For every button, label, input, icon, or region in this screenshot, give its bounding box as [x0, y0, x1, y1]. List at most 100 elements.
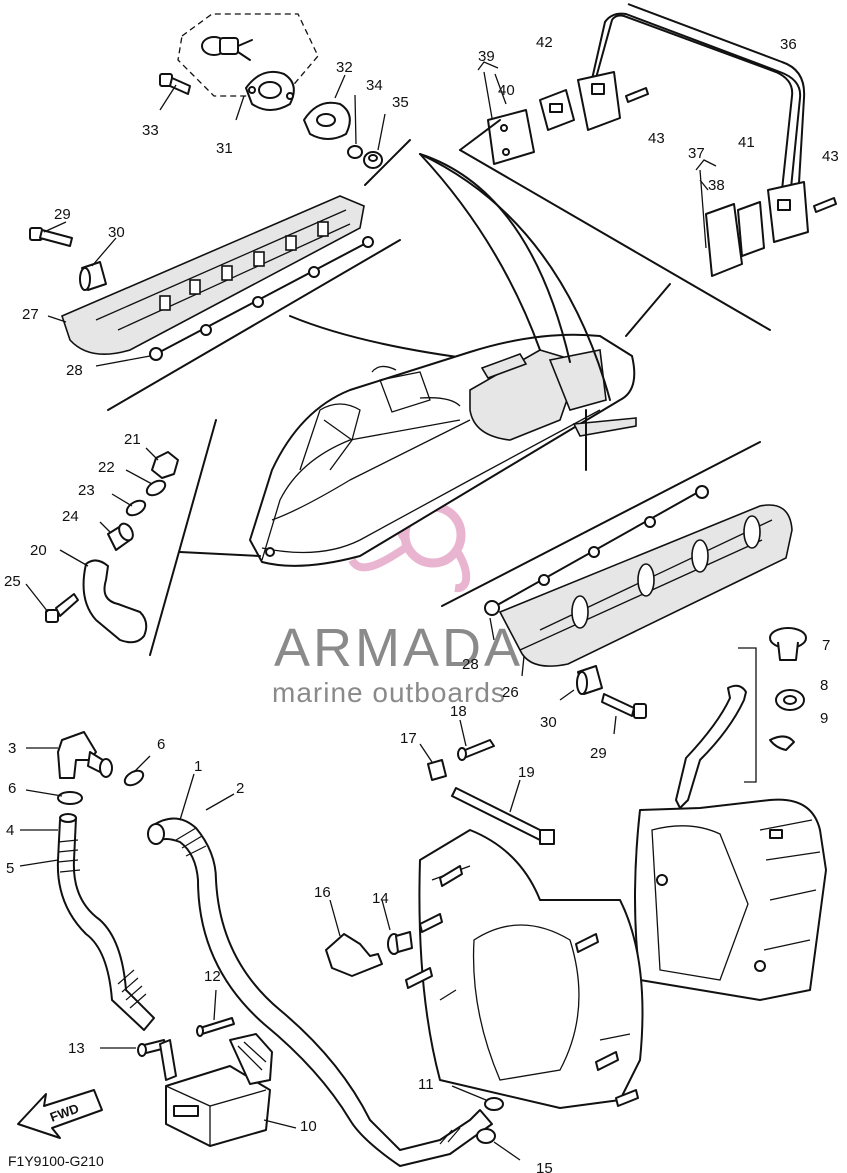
callout-12: 12	[204, 968, 221, 985]
callout-30b: 30	[540, 714, 557, 731]
callout-34: 34	[366, 77, 383, 94]
bolt-part-29-left	[29, 227, 73, 247]
callout-11: 11	[418, 1076, 434, 1093]
clamp-part-11	[484, 1097, 504, 1111]
rail-left-group	[29, 195, 481, 411]
callout-37: 37	[688, 145, 705, 162]
callout-30a: 30	[108, 224, 125, 241]
callout-24: 24	[62, 508, 79, 525]
box-part-10	[165, 1065, 271, 1147]
collar-part-30-left	[79, 261, 107, 291]
controller-group	[100, 989, 297, 1147]
callout-6b: 6	[157, 736, 165, 753]
callout-4: 4	[6, 822, 14, 839]
callout-10: 10	[300, 1118, 317, 1135]
fwd-arrow: FWD	[17, 1089, 103, 1139]
bolt-part-25	[45, 593, 79, 623]
intake-housing	[325, 829, 644, 1109]
callout-31: 31	[216, 140, 233, 157]
clamp-part-15	[476, 1128, 496, 1144]
callout-43a: 43	[648, 130, 665, 147]
callout-13: 13	[68, 1040, 85, 1057]
callout-15: 15	[536, 1160, 553, 1173]
bolt-part-43-rear	[813, 197, 837, 213]
nipple-part-14	[387, 931, 413, 955]
gasket-part-32	[303, 101, 351, 140]
callout-41: 41	[738, 134, 755, 151]
callout-6a: 6	[8, 780, 16, 797]
plug-part-7	[769, 627, 807, 661]
washer-part-22	[145, 479, 167, 497]
nut-part-21	[151, 451, 179, 479]
tie-part-19	[451, 787, 555, 845]
pad-part-38	[705, 203, 743, 277]
collar-part-24	[107, 522, 134, 551]
elbow-part-3	[57, 731, 113, 779]
bracket-part-41	[737, 201, 765, 257]
callout-26: 26	[502, 684, 519, 701]
watermark-tagline: marine outboards	[272, 677, 506, 708]
callout-20: 20	[30, 542, 47, 559]
pump-group	[634, 627, 827, 1001]
bolt-part-29-right	[601, 693, 647, 719]
callout-28a: 28	[66, 362, 83, 379]
stud-part	[405, 865, 639, 1107]
holder-part-16	[325, 933, 383, 977]
callout-labels: 1 2 3 4 5 6 6 7 8 9 10 11 12 13 14 15 16…	[4, 34, 839, 1173]
diagram-code: F1Y9100-G210	[8, 1153, 104, 1169]
clamp-part-6-left	[57, 791, 83, 805]
pin-part-12	[196, 1017, 235, 1037]
callout-39: 39	[478, 48, 495, 65]
watercraft-hull	[249, 153, 671, 567]
watermark-brand: ARMADA	[274, 618, 523, 678]
callout-14: 14	[372, 890, 389, 907]
callout-27: 27	[22, 306, 39, 323]
callout-21: 21	[124, 431, 141, 448]
grab-handle-group	[459, 3, 837, 331]
callout-5: 5	[6, 860, 14, 877]
callout-33: 33	[142, 122, 159, 139]
callout-7: 7	[822, 637, 830, 654]
callout-17: 17	[400, 730, 417, 747]
bow-handle-group	[25, 419, 261, 656]
hose-part-1-2	[147, 817, 493, 1167]
handle-mount-rear	[767, 181, 809, 243]
bolt-part-33	[159, 73, 191, 95]
callout-35: 35	[392, 94, 409, 111]
callout-23: 23	[78, 482, 95, 499]
pad-part-40	[487, 109, 535, 165]
hose-group	[19, 731, 493, 1167]
bolt-part-43-top	[625, 87, 649, 103]
washer-part-23	[125, 499, 147, 517]
callout-8: 8	[820, 677, 828, 694]
collar-part-30-right	[576, 665, 603, 695]
callout-32: 32	[336, 59, 353, 76]
rail-right-group	[441, 441, 793, 735]
hose-part-4-5	[56, 813, 155, 1031]
cable-tie-group	[419, 719, 555, 845]
callout-3: 3	[8, 740, 16, 757]
callout-29b: 29	[590, 745, 607, 762]
callout-38: 38	[708, 177, 725, 194]
clamp-part-17	[427, 759, 447, 781]
rivet-part-18	[457, 739, 495, 761]
oring-part-8	[775, 689, 805, 711]
callout-42: 42	[536, 34, 553, 51]
drain-plug-group	[159, 13, 411, 186]
clip-part-9	[769, 735, 795, 751]
handle-mount-front	[577, 71, 621, 131]
washer-part-34	[347, 145, 363, 159]
callout-1: 1	[194, 758, 202, 775]
callout-18: 18	[450, 703, 467, 720]
bracket-part-42	[539, 89, 575, 131]
callout-2: 2	[236, 780, 244, 797]
callout-25: 25	[4, 573, 21, 590]
callout-43b: 43	[822, 148, 839, 165]
callout-29a: 29	[54, 206, 71, 223]
callout-19: 19	[518, 764, 535, 781]
callout-40: 40	[498, 82, 515, 99]
callout-9: 9	[820, 710, 828, 727]
drain-plug-part	[201, 36, 253, 61]
fitting-group	[451, 1085, 521, 1161]
